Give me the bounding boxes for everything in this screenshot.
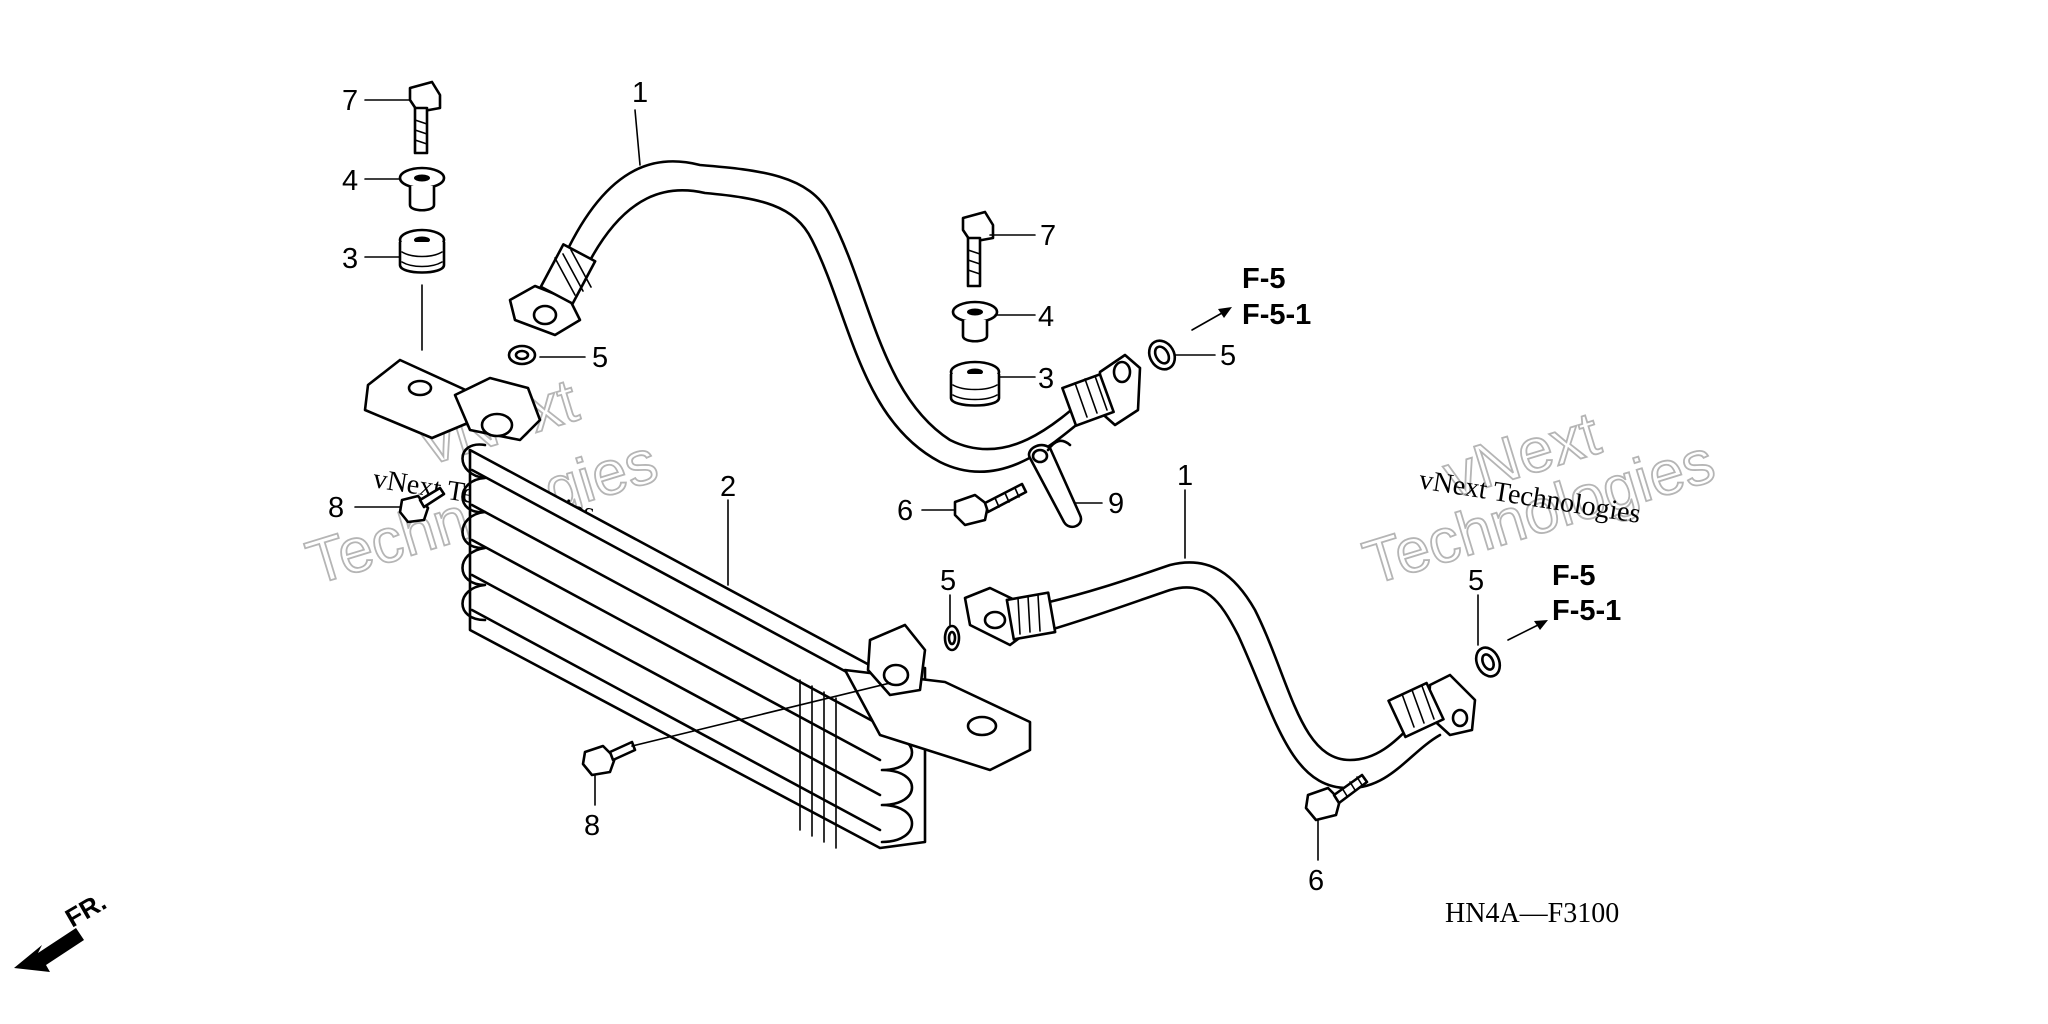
hose-lower-right-ferrule-grip (1401, 685, 1435, 728)
hose-lower-left-port (983, 610, 1007, 630)
grommet3-right-ribs (952, 384, 998, 401)
grommet3-left-hole (414, 236, 430, 244)
callout-5-lower-right: 5 (1468, 565, 1484, 597)
cooler-top-fitting (453, 376, 542, 442)
bolt7-right-thread (967, 249, 981, 275)
ref-upper-1: F-5 (1242, 263, 1286, 295)
watermark-right: vNext Technologies vNext Technologies (1355, 398, 1723, 599)
hose-upper-left-ferrule (539, 243, 597, 305)
hose-upper-right-port (1112, 360, 1132, 384)
cooler-core (468, 448, 927, 850)
hose-upper-right-ferrule (1061, 373, 1115, 427)
cooler-right-grille (799, 679, 837, 849)
cooler-bottom-bracket-hole (966, 715, 998, 737)
oring-lower-left-inner (947, 630, 957, 646)
bolt6-upper-thread (994, 487, 1020, 508)
clamp-hole (1031, 448, 1049, 464)
cooler-bottom-fitting-port (882, 663, 910, 687)
oil-cooler (363, 358, 1032, 850)
leader-lines (354, 99, 1479, 861)
cooler-top-fitting-port (480, 412, 514, 438)
ref-arrow-upper-head (1218, 307, 1232, 318)
bolt6-lower-head (1304, 786, 1342, 822)
cooler-core-fins (470, 468, 882, 832)
oring-lower-right-inner (1481, 653, 1495, 671)
clamp-9 (1027, 439, 1083, 529)
hose-upper-left-ferrule-grip (554, 249, 592, 296)
bolt7-left-thread (414, 119, 428, 145)
hose-upper-right-ferrule-grip (1074, 375, 1108, 418)
callout-7-left: 7 (342, 85, 358, 117)
oring-upper-left-inner (514, 349, 530, 361)
callout-3-left: 3 (342, 243, 358, 275)
bolt7-right-head (961, 210, 995, 244)
callout-3-right: 3 (1038, 363, 1054, 395)
bolt8-lower-shank (608, 740, 637, 762)
cooler-left-tank (461, 443, 487, 622)
collar4-left-hole (414, 174, 430, 182)
clamp-body (1027, 443, 1083, 529)
bolt6-lower-thread (1341, 776, 1363, 797)
callout-6-lower: 6 (1308, 865, 1324, 897)
ref-lower-2: F-5-1 (1552, 595, 1621, 627)
callout-5-upper-left: 5 (592, 342, 608, 374)
o-rings (507, 339, 1502, 678)
collar4-right-hole (967, 308, 983, 316)
bolts-8 (398, 486, 891, 777)
hose-upper-line-a (563, 160, 1102, 451)
callout-4-left: 4 (342, 165, 358, 197)
bolt6-upper-shank (983, 482, 1028, 514)
ref-arrow-upper-line (1191, 312, 1223, 331)
callout-7-right: 7 (1040, 220, 1056, 252)
bolt8-upper-shank (418, 486, 446, 509)
hose-upper-line-b (583, 188, 1094, 474)
collar4-right-body (961, 320, 989, 343)
hose-lower-line-a (1043, 561, 1437, 762)
bolt6-lower-shank (1332, 773, 1369, 805)
callout-numbers: 1 1 2 3 3 4 4 5 5 5 5 6 6 7 7 8 8 9 (328, 77, 1484, 897)
clamp-hook (1046, 439, 1072, 452)
bolt6-upper-head (953, 493, 990, 527)
callout-8-upper: 8 (328, 492, 344, 524)
callout-5-upper-right: 5 (1220, 340, 1236, 372)
cooler-bottom-fitting (866, 623, 927, 697)
ref-arrow-lower-line (1507, 624, 1539, 641)
collar4-left-body (408, 186, 436, 212)
front-arrow-icon (14, 928, 84, 972)
right-mount-stack (949, 210, 1001, 407)
callout-5-lower-left: 5 (940, 565, 956, 597)
leader-1-upper (634, 109, 641, 166)
callout-1-upper: 1 (632, 77, 648, 109)
hose-upper-left-port (532, 304, 558, 326)
front-label: FR. (60, 886, 111, 933)
ref-arrow-lower-head (1534, 620, 1548, 630)
hose-lower-left-ferrule-grip (1017, 594, 1041, 635)
callout-1-lower: 1 (1177, 460, 1193, 492)
hose-lower-line-b (1048, 586, 1442, 790)
oil-hose-lower (963, 561, 1477, 790)
bolt8-lower-leader (631, 682, 891, 747)
oil-hose-upper (508, 160, 1142, 474)
cooler-top-bracket-hole (407, 379, 433, 397)
bolt8-lower-head (581, 744, 617, 777)
callout-6-upper: 6 (897, 495, 913, 527)
ref-lower-1: F-5 (1552, 560, 1596, 592)
callout-9: 9 (1108, 488, 1124, 520)
front-indicator: FR. (14, 886, 111, 972)
grommet3-right-hole (967, 368, 983, 376)
callout-4-right: 4 (1038, 301, 1054, 333)
hose-lower-left-ferrule (1005, 591, 1057, 641)
callout-8-lower: 8 (584, 810, 600, 842)
reference-labels: F-5 F-5-1 F-5 F-5-1 (1242, 263, 1621, 627)
left-mount-stack (398, 80, 446, 351)
oring-upper-right-inner (1153, 345, 1171, 365)
bolts-6 (953, 482, 1369, 822)
grommet3-left-ribs (401, 251, 443, 268)
callout-2: 2 (720, 471, 736, 503)
ref-arrows (1191, 307, 1548, 641)
ref-upper-2: F-5-1 (1242, 299, 1311, 331)
diagram-code: HN4A—F3100 (1445, 898, 1619, 929)
hose-lower-right-port (1451, 708, 1469, 728)
